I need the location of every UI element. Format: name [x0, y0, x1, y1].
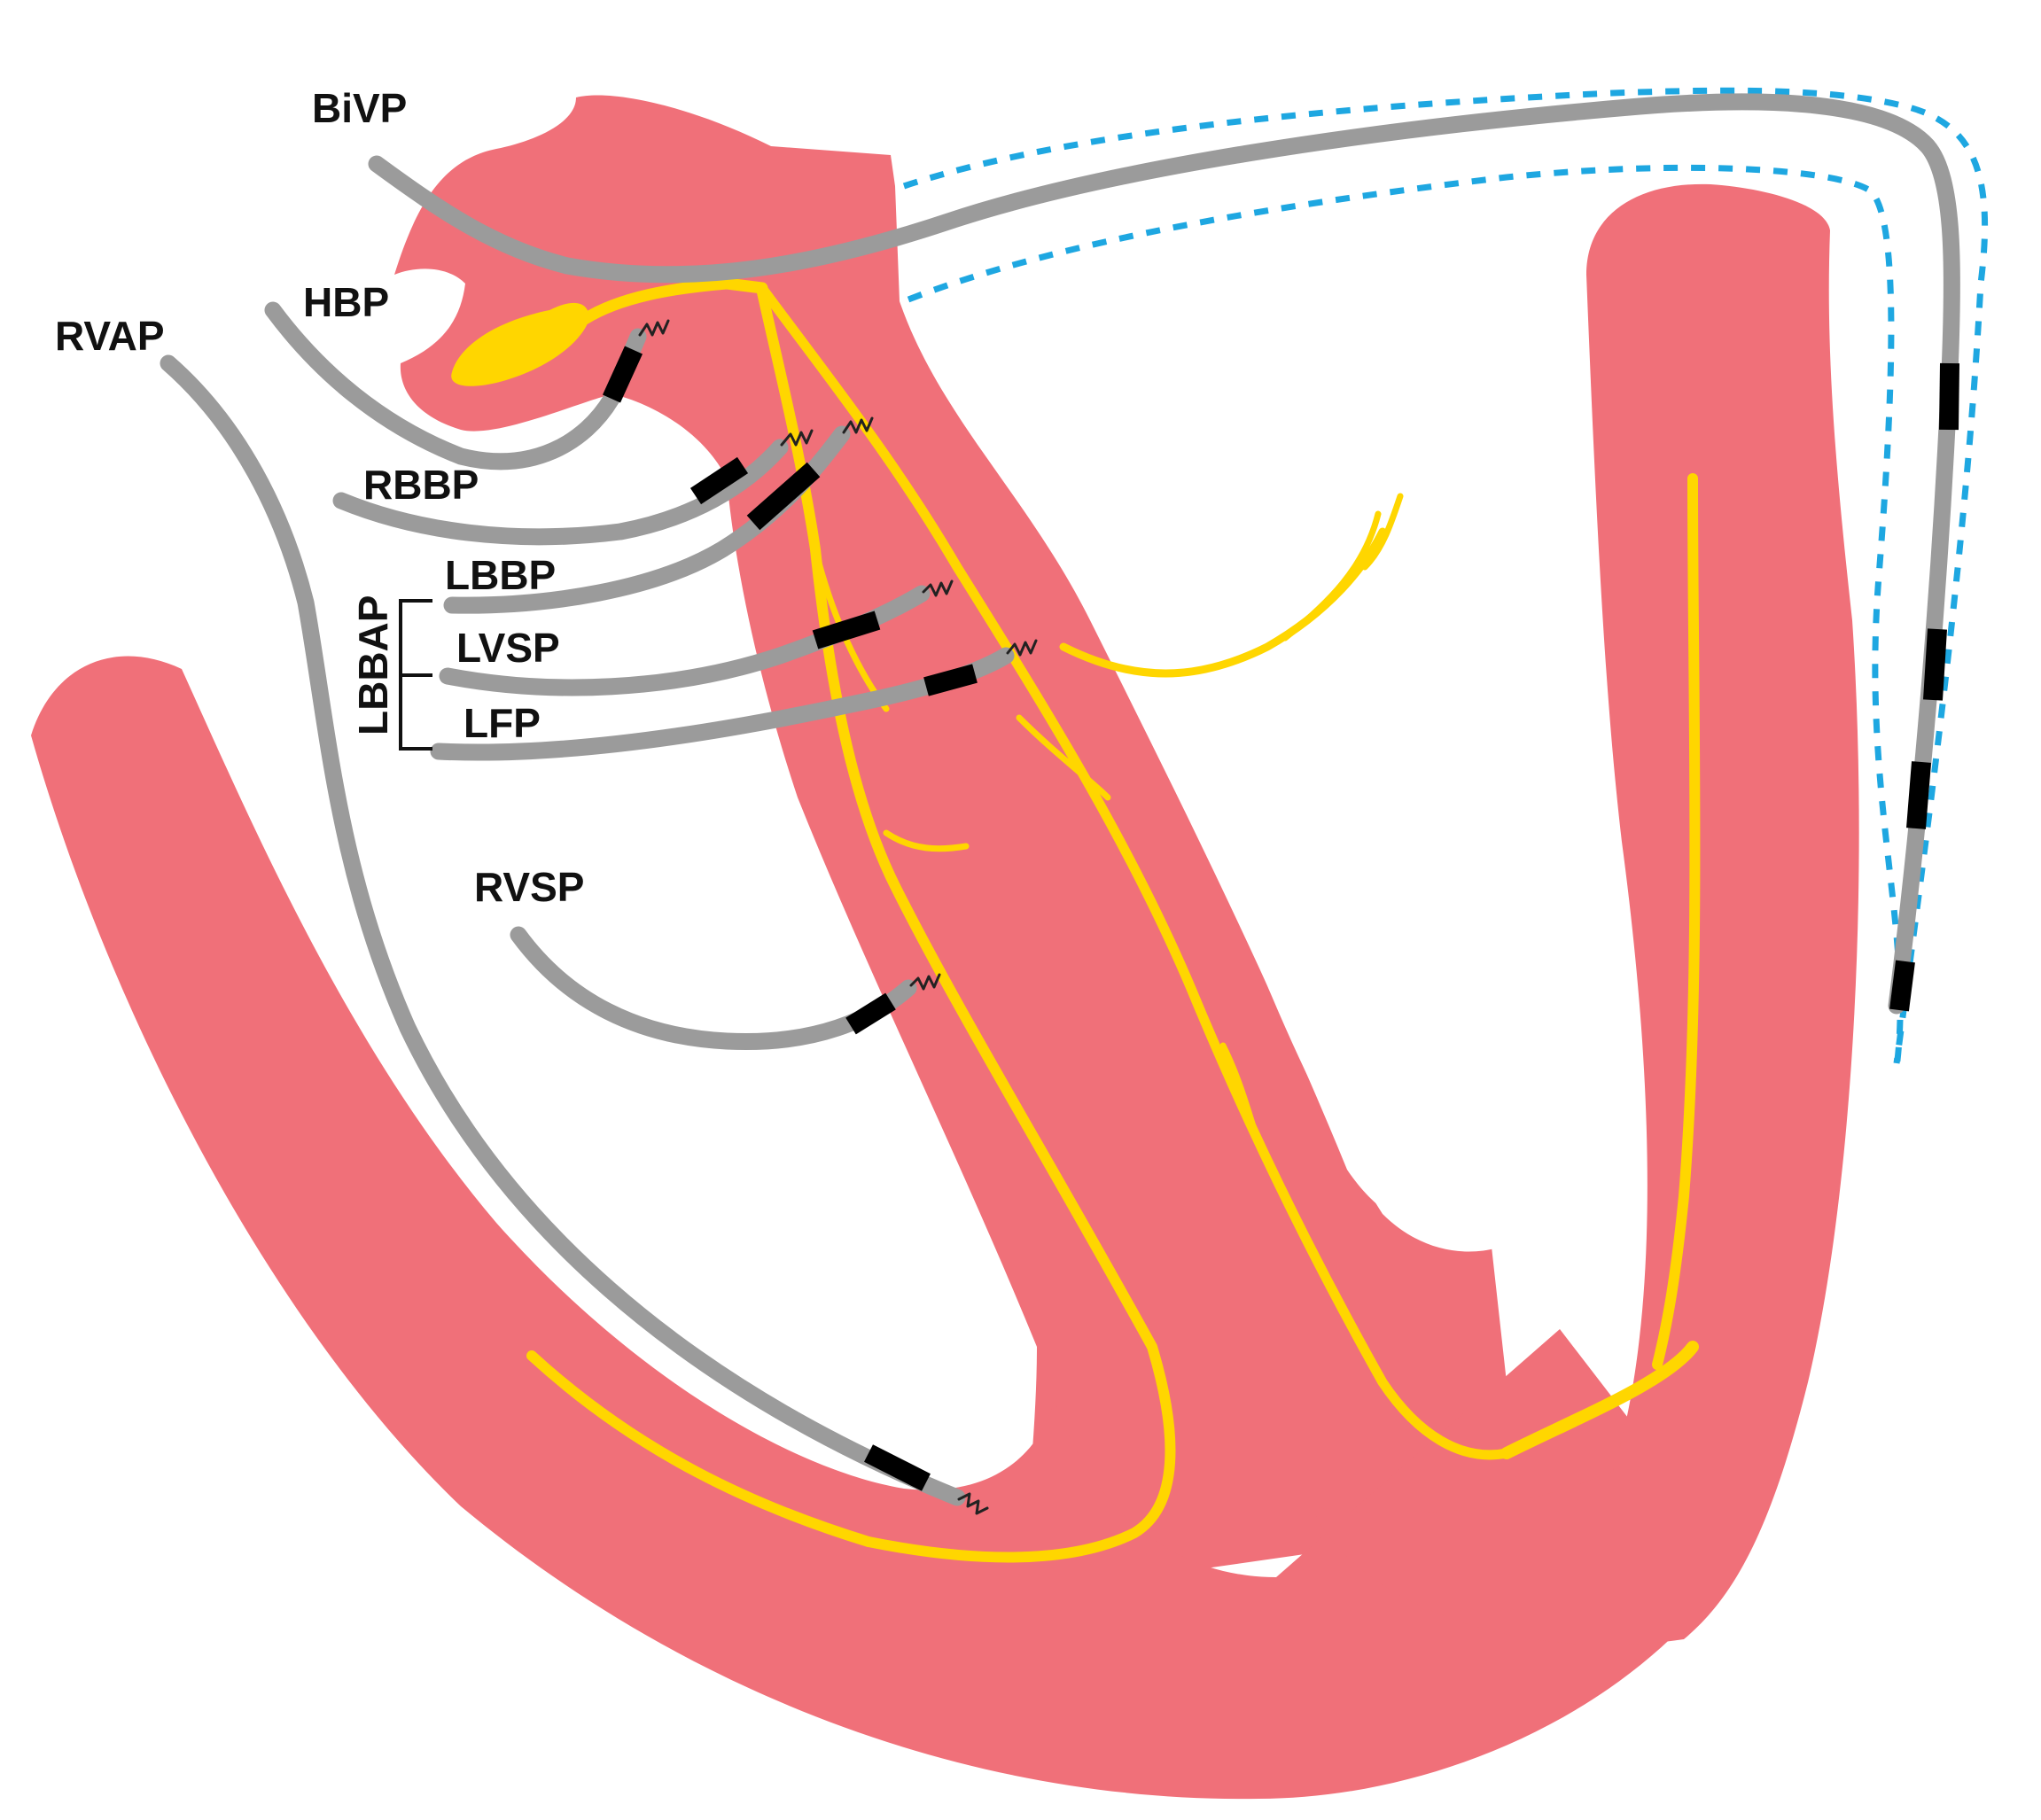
hbp-lead	[264, 301, 670, 471]
bivp-lead	[368, 93, 1960, 1015]
label-rvap: RVAP	[55, 313, 165, 359]
lbbp-lead	[443, 416, 874, 614]
lfp-lead	[430, 639, 1038, 761]
label-bivp: BiVP	[312, 85, 407, 131]
lvsp-lead	[439, 579, 954, 696]
right-ventricle-free-wall	[31, 656, 1737, 1800]
conduction-system	[451, 277, 1701, 1563]
left-ventricle-cavity	[1179, 301, 1595, 1252]
label-hbp: HBP	[303, 279, 389, 325]
label-rbbp: RBBP	[363, 462, 479, 508]
label-lbbp: LBBP	[445, 552, 556, 598]
label-lvsp: LVSP	[456, 625, 560, 671]
rbbp-lead	[332, 429, 814, 546]
left-ventricle-free-wall	[1312, 183, 1859, 1645]
av-node	[451, 302, 589, 386]
label-lfp: LFP	[464, 700, 541, 746]
coronary-sinus-outline	[902, 87, 1989, 1069]
rvap-lead	[160, 354, 989, 1515]
lbbap-bracket	[399, 599, 432, 751]
label-lbbap: LBBAP	[350, 595, 396, 735]
rvsp-lead	[510, 926, 941, 1051]
label-rvsp: RVSP	[474, 864, 584, 910]
